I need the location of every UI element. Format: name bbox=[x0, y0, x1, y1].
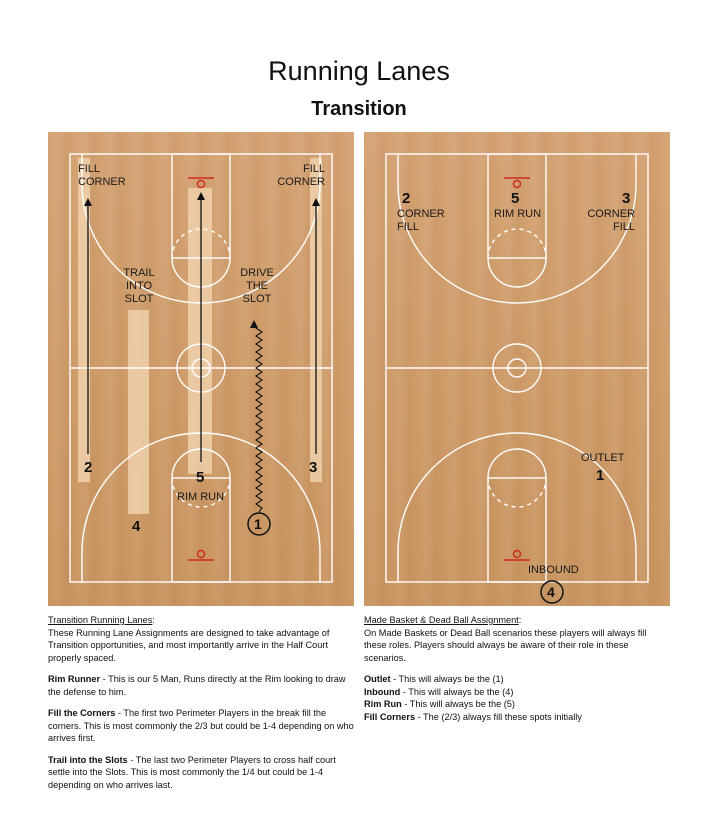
note-item: Inbound - This will always be the (4) bbox=[364, 686, 664, 699]
player-4-number: 4 bbox=[547, 584, 555, 600]
player-5-number: 5 bbox=[511, 190, 520, 207]
notes-heading-colon: : bbox=[518, 615, 522, 625]
label-inbound: INBOUND bbox=[528, 564, 579, 576]
page-title: Running Lanes bbox=[268, 56, 450, 86]
note-text: - This will always be the (1) bbox=[390, 674, 504, 684]
lane-rim-run bbox=[188, 188, 212, 474]
note-term: Rim Runner bbox=[48, 674, 101, 684]
note-item: Rim Runner - This is our 5 Man, Runs dir… bbox=[48, 673, 356, 698]
notes-heading: Made Basket & Dead Ball Assignment bbox=[364, 615, 519, 625]
player-5-number: 5 bbox=[196, 469, 205, 486]
label-rim-run: RIM RUN bbox=[177, 491, 225, 503]
lane-corner-left bbox=[78, 158, 90, 482]
lane-trail-slot bbox=[128, 310, 149, 514]
note-term: Trail into the Slots bbox=[48, 754, 128, 765]
note-item: Trail into the Slots - The last two Peri… bbox=[48, 754, 356, 792]
label-fill-corner-left: FILL CORNER bbox=[78, 163, 126, 188]
note-item: Fill the Corners - The first two Perimet… bbox=[48, 707, 356, 745]
note-text: - This will always be the (4) bbox=[400, 686, 514, 697]
rim-bottom bbox=[512, 549, 522, 559]
note-item: Rim Run - This will always be the (5) bbox=[364, 698, 664, 711]
note-text: - This is our 5 Man, Runs directly at th… bbox=[48, 674, 346, 697]
player-3-number: 3 bbox=[309, 459, 318, 476]
rim-bottom bbox=[196, 549, 206, 559]
page-subtitle: Transition bbox=[311, 98, 407, 120]
note-text: - The last two Perimeter Players to cros… bbox=[48, 754, 336, 790]
label-drive-the-slot: DRIVE THE SLOT bbox=[240, 267, 274, 305]
player-4-marker bbox=[540, 580, 564, 604]
note-term: Outlet bbox=[364, 674, 391, 684]
court-lines-right bbox=[385, 153, 649, 604]
note-item: Fill Corners - The (2/3) always fill the… bbox=[364, 711, 664, 724]
notes-intro: On Made Baskets or Dead Ball scenarios t… bbox=[364, 627, 647, 663]
court-diagram-transition: FILL CORNER FILL CORNER TRAIL INTO SLOT … bbox=[48, 132, 354, 606]
player-2-number: 2 bbox=[402, 190, 411, 207]
player-2-number: 2 bbox=[84, 459, 93, 476]
court-diagram-made-basket: 2 CORNER FILL 5 RIM RUN 3 CORNER FILL OU… bbox=[364, 132, 670, 606]
note-text: - The (2/3) always fill these spots init… bbox=[415, 711, 582, 722]
note-term: Fill the Corners bbox=[48, 708, 116, 718]
note-term: Inbound bbox=[364, 686, 401, 697]
note-term: Fill Corners bbox=[364, 711, 416, 722]
label-trail-into-slot: TRAIL INTO SLOT bbox=[123, 267, 155, 305]
label-corner-fill-left: CORNER FILL bbox=[397, 208, 445, 233]
player-1-number: 1 bbox=[596, 467, 605, 484]
player-4-number: 4 bbox=[132, 518, 141, 535]
court-lines-left bbox=[69, 153, 333, 583]
notes-heading-colon: : bbox=[152, 615, 155, 625]
notes-transition: Transition Running Lanes: These Running … bbox=[48, 614, 356, 800]
notes-heading: Transition Running Lanes bbox=[48, 615, 153, 625]
rim-top bbox=[512, 179, 522, 189]
note-item: Outlet - This will always be the (1) bbox=[364, 673, 664, 686]
note-term: Rim Run bbox=[364, 699, 402, 709]
rim-top bbox=[196, 179, 206, 189]
notes-intro: These Running Lane Assignments are desig… bbox=[48, 627, 330, 663]
player-1-number: 1 bbox=[254, 516, 262, 532]
note-text: - This will always be the (5) bbox=[401, 699, 515, 709]
label-outlet: OUTLET bbox=[581, 452, 625, 464]
player-1-marker bbox=[247, 512, 271, 536]
arrow-drive-the-slot bbox=[255, 327, 263, 513]
label-corner-fill-right: CORNER FILL bbox=[587, 208, 635, 233]
note-text: - The first two Perimeter Players in the… bbox=[48, 708, 354, 743]
label-fill-corner-right: FILL CORNER bbox=[277, 163, 325, 188]
player-3-number: 3 bbox=[622, 190, 631, 207]
notes-made-basket: Made Basket & Dead Ball Assignment: On M… bbox=[364, 614, 664, 723]
label-rim-run: RIM RUN bbox=[494, 208, 542, 220]
